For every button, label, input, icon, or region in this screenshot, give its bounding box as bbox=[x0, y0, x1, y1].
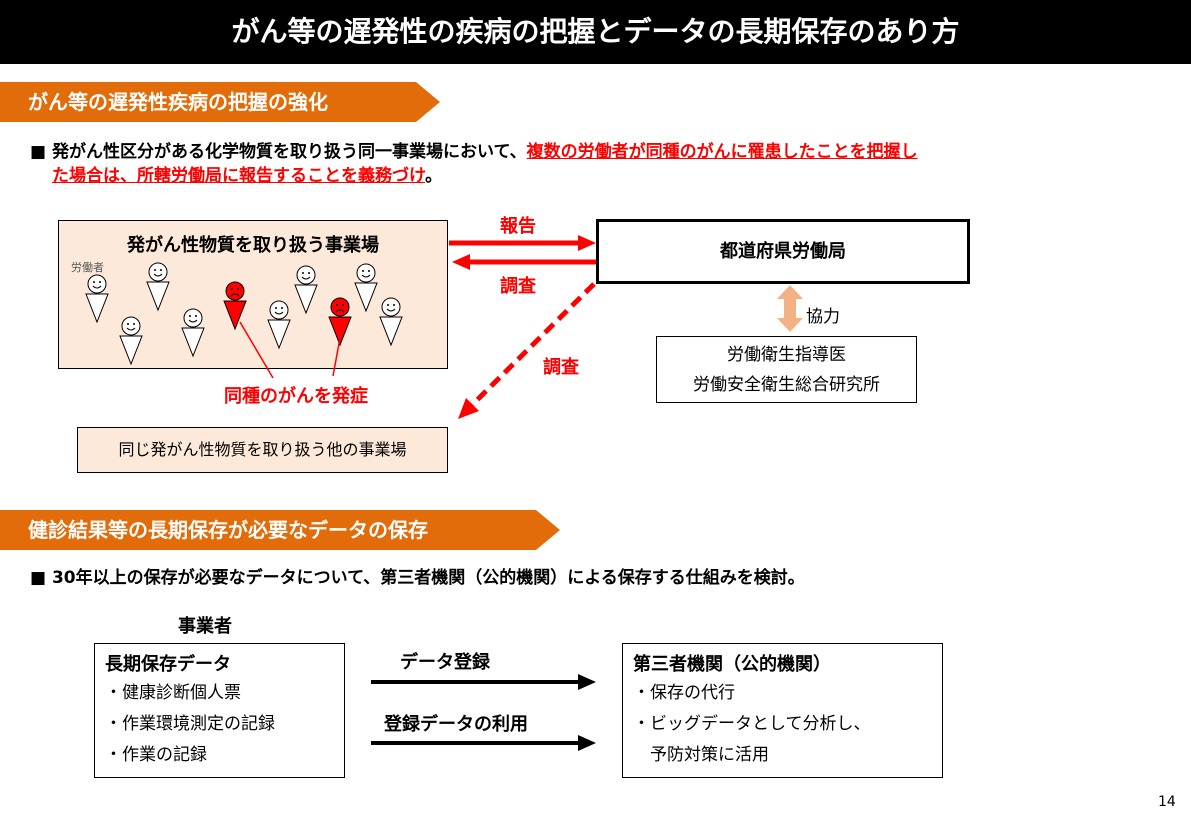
long-term-data-box: 長期保存データ ・健康診断個人票 ・作業環境測定の記録 ・作業の記録 bbox=[94, 643, 345, 778]
investigate-dashed-arrow bbox=[458, 282, 596, 419]
cooperation-arrow bbox=[777, 285, 803, 332]
same-cancer-label: 同種のがんを発症 bbox=[224, 386, 368, 407]
workers-label: 労働者 bbox=[71, 261, 104, 274]
worker-icon bbox=[379, 297, 403, 347]
data-use-label: 登録データの利用 bbox=[384, 714, 528, 735]
section1-bullet: ■ 発がん性区分がある化学物質を取り扱う同一事業場において、複数の労働者が同種の… bbox=[30, 140, 1160, 188]
page-number: 14 bbox=[1158, 794, 1176, 810]
worker-icon bbox=[146, 262, 170, 312]
box-title: 長期保存データ bbox=[105, 654, 231, 675]
pointer-line bbox=[332, 337, 341, 377]
list-item: ・保存の代行 bbox=[633, 683, 735, 703]
data-use-arrow bbox=[371, 735, 596, 751]
labor-bureau-box: 都道府県労働局 bbox=[596, 219, 970, 284]
pointer-line bbox=[239, 321, 274, 379]
worker-icon bbox=[181, 308, 205, 358]
sick-worker-icon bbox=[328, 297, 352, 347]
workers-group bbox=[85, 262, 403, 366]
worker-icon bbox=[294, 265, 318, 315]
investigate-arrow bbox=[452, 254, 597, 270]
sick-worker-icon bbox=[223, 281, 247, 331]
box-title: 第三者機関（公的機関） bbox=[633, 654, 831, 675]
investigate-label: 調査 bbox=[500, 276, 536, 297]
bullet-end: 。 bbox=[425, 166, 443, 186]
partner-2: 労働安全衛生総合研究所 bbox=[693, 375, 880, 395]
cooperation-label: 協力 bbox=[806, 307, 840, 327]
slide-title: がん等の遅発性の疾病の把握とデータの長期保存のあり方 bbox=[0, 0, 1191, 64]
partner-1: 労働衛生指導医 bbox=[727, 345, 846, 365]
third-party-box: 第三者機関（公的機関） ・保存の代行 ・ビッグデータとして分析し、 予防対策に活… bbox=[622, 643, 943, 778]
bullet-text: ■ 発がん性区分がある化学物質を取り扱う同一事業場において、 bbox=[30, 142, 527, 162]
list-item: 予防対策に活用 bbox=[633, 745, 769, 765]
data-register-arrow bbox=[371, 674, 596, 690]
investigate-label-2: 調査 bbox=[543, 357, 579, 378]
section-heading-2: 健診結果等の長期保存が必要なデータの保存 bbox=[0, 510, 560, 550]
worker-icon bbox=[119, 316, 143, 366]
bullet-red-text-2: た場合は、所轄労働局に報告することを義務づけ bbox=[52, 166, 426, 186]
section-heading-1: がん等の遅発性疾病の把握の強化 bbox=[0, 82, 440, 122]
report-arrow bbox=[449, 235, 596, 251]
list-item: ・ビッグデータとして分析し、 bbox=[633, 714, 871, 734]
worker-icon bbox=[85, 274, 109, 324]
worker-icon bbox=[354, 263, 378, 313]
workplace-title: 発がん性物質を取り扱う事業場 bbox=[127, 235, 379, 256]
list-item: ・健康診断個人票 bbox=[105, 683, 241, 703]
worker-icon bbox=[267, 300, 291, 350]
partners-box: 労働衛生指導医 労働安全衛生総合研究所 bbox=[656, 336, 917, 403]
data-register-label: データ登録 bbox=[400, 652, 490, 673]
section2-bullet: ■ 30年以上の保存が必要なデータについて、第三者機関（公的機関）による保存する… bbox=[30, 568, 805, 588]
list-item: ・作業環境測定の記録 bbox=[105, 714, 275, 734]
other-workplaces-box: 同じ発がん性物質を取り扱う他の事業場 bbox=[77, 427, 448, 473]
report-label: 報告 bbox=[500, 216, 536, 237]
list-item: ・作業の記録 bbox=[105, 745, 207, 765]
employer-label: 事業者 bbox=[178, 616, 232, 637]
bullet-red-text: 複数の労働者が同種のがんに罹患したことを把握し bbox=[526, 142, 918, 162]
